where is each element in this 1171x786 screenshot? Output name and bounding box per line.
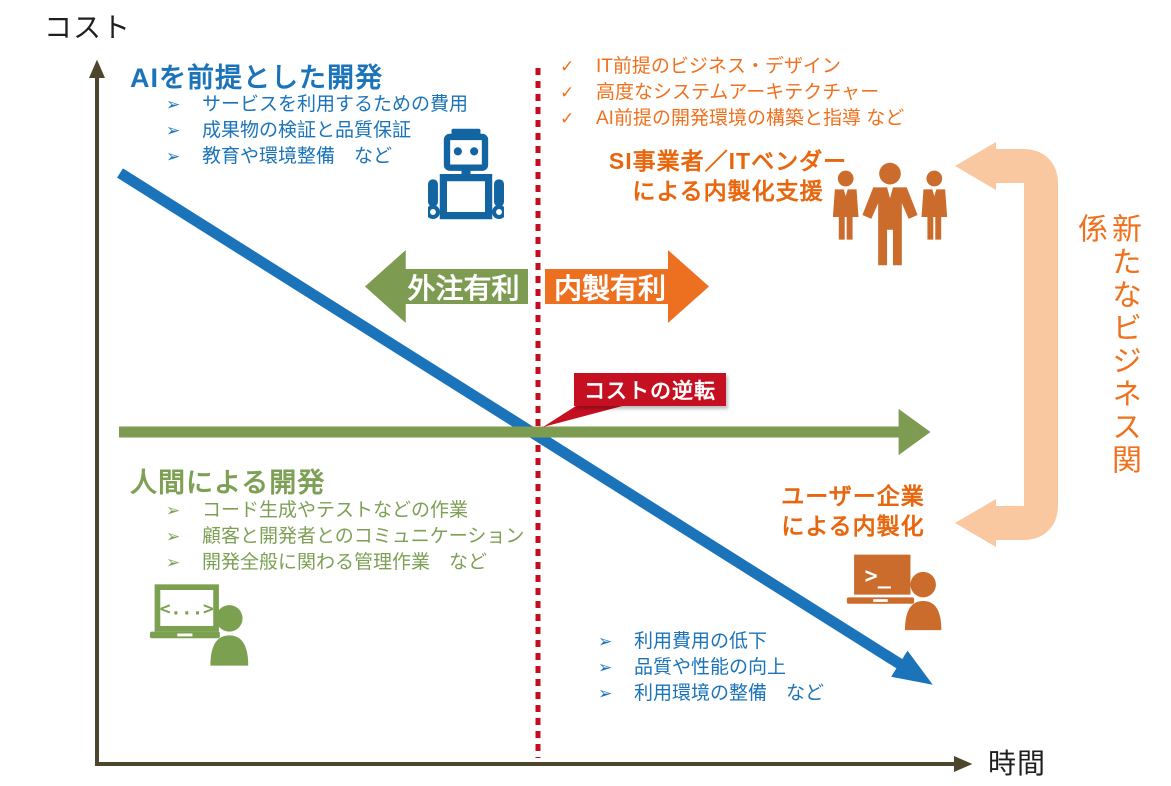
bullet-text: 利用費用の低下 — [634, 631, 768, 652]
bullet-arrow-icon: ➢ — [166, 147, 181, 166]
user-title-line1: ユーザー企業 — [781, 483, 925, 509]
new-business-bracket-arrow — [992, 149, 1058, 540]
checkmark-icon: ✓ — [560, 57, 575, 76]
cost-reversal-callout: コストの逆転 — [574, 373, 726, 406]
ai-cost-line — [117, 168, 933, 685]
user-terminal-icon: >_ — [846, 554, 942, 631]
terminal-prompt-glyph: >_ — [865, 564, 892, 589]
bracket-arrowhead-top-icon — [955, 142, 996, 190]
list-item: ➢ 品質や性能の向上 — [598, 655, 824, 681]
code-brackets-glyph: <...> — [160, 599, 214, 620]
checklist-text: IT前提のビジネス・デザイン — [596, 56, 841, 77]
list-item: ✓ IT前提のビジネス・デザイン — [560, 54, 904, 80]
businessmen-icon — [832, 162, 948, 266]
bullet-arrow-icon: ➢ — [598, 684, 613, 703]
list-item: ✓ AI前提の開発環境の構築と指導 など — [560, 106, 904, 132]
user-title-line2: による内製化 — [781, 513, 925, 539]
list-item: ➢ コード生成やテストなどの作業 — [166, 498, 524, 524]
bullet-text: 顧客と開発者とのコミュニケーション — [202, 526, 525, 547]
vendor-checklist: ✓ IT前提のビジネス・デザイン ✓ 高度なシステムアーキテクチャー ✓ AI前… — [560, 54, 904, 132]
human-section-title: 人間による開発 — [130, 468, 326, 498]
checkmark-icon: ✓ — [560, 109, 575, 128]
list-item: ➢ 利用環境の整備 など — [598, 681, 824, 707]
new-business-note: 新たなビジネス関係 — [1073, 213, 1140, 477]
vendor-title-line2: による内製化支援 — [632, 178, 824, 204]
list-item: ➢ 利用費用の低下 — [598, 629, 824, 655]
robot-icon — [428, 128, 504, 220]
bullet-text: 教育や環境整備 など — [202, 146, 393, 167]
list-item: ➢ 開発全般に関わる管理作業 など — [166, 550, 524, 576]
bullet-arrow-icon: ➢ — [166, 501, 181, 520]
callout-tail — [543, 404, 630, 427]
list-item: ➢ 成果物の検証と品質保証 — [166, 118, 468, 144]
cost-reversal-label: コストの逆転 — [584, 379, 716, 403]
human-coder-icon: <...> — [149, 584, 249, 666]
bullet-arrow-icon: ➢ — [166, 95, 181, 114]
bullet-arrow-icon: ➢ — [598, 632, 613, 651]
bullet-arrow-icon: ➢ — [166, 121, 181, 140]
vendor-title: SI事業者／ITベンダー による内製化支援 — [578, 146, 878, 206]
bracket-arrowhead-bottom-icon — [955, 499, 996, 547]
bullet-text: 開発全般に関わる管理作業 など — [202, 552, 488, 573]
bullet-arrow-icon: ➢ — [598, 658, 613, 677]
bullet-text: 利用環境の整備 など — [634, 683, 825, 704]
checkmark-icon: ✓ — [560, 83, 575, 102]
list-item: ➢ 教育や環境整備 など — [166, 144, 468, 170]
list-item: ➢ サービスを利用するための費用 — [166, 92, 468, 118]
checklist-text: AI前提の開発環境の構築と指導 など — [596, 108, 905, 129]
bullet-arrow-icon: ➢ — [166, 527, 181, 546]
bullet-text: サービスを利用するための費用 — [202, 94, 469, 115]
user-section-bullet-list: ➢ 利用費用の低下 ➢ 品質や性能の向上 ➢ 利用環境の整備 など — [598, 629, 824, 707]
bullet-text: コード生成やテストなどの作業 — [202, 500, 469, 521]
outsource-arrow-label: 外注有利 — [407, 272, 520, 304]
list-item: ➢ 顧客と開発者とのコミュニケーション — [166, 524, 524, 550]
vendor-title-line1: SI事業者／ITベンダー — [608, 148, 848, 174]
x-axis-label: 時間 — [988, 748, 1047, 779]
ai-section-title: AIを前提とした開発 — [130, 63, 383, 93]
y-axis-label: コスト — [44, 12, 132, 43]
list-item: ✓ 高度なシステムアーキテクチャー — [560, 80, 904, 106]
human-section-bullet-list: ➢ コード生成やテストなどの作業 ➢ 顧客と開発者とのコミュニケーション ➢ 開… — [166, 498, 524, 576]
bullet-arrow-icon: ➢ — [166, 553, 181, 572]
ai-section-bullet-list: ➢ サービスを利用するための費用 ➢ 成果物の検証と品質保証 ➢ 教育や環境整備… — [166, 92, 468, 170]
bullet-text: 品質や性能の向上 — [634, 657, 787, 678]
inhouse-arrow-label: 内製有利 — [553, 272, 666, 304]
user-title: ユーザー企業 による内製化 — [757, 481, 949, 541]
bullet-text: 成果物の検証と品質保証 — [202, 120, 412, 141]
checklist-text: 高度なシステムアーキテクチャー — [596, 82, 880, 103]
